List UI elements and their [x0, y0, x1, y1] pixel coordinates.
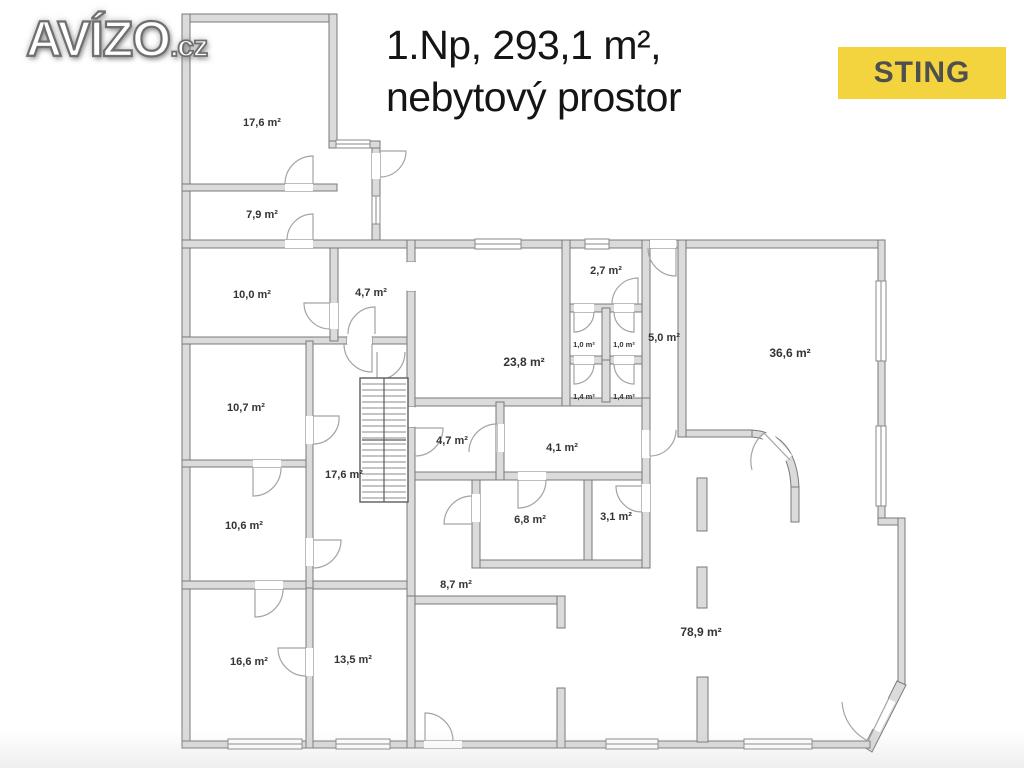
- door-openings: [253, 153, 896, 748]
- room-label: 78,9 m²: [680, 625, 721, 639]
- room-label: 7,9 m²: [246, 209, 278, 221]
- room-label: 16,6 m²: [230, 656, 268, 668]
- door-arcs: [252, 150, 890, 742]
- room-label: 17,6 m²: [243, 117, 281, 129]
- room-label: 5,0 m²: [648, 332, 680, 344]
- sting-brand-label: STING: [873, 56, 971, 89]
- sting-brand-badge: STING: [838, 47, 1006, 99]
- page-title: 1.Np, 293,1 m², nebytový prostor: [386, 20, 682, 123]
- staircase: [359, 377, 409, 503]
- title-line-2: nebytový prostor: [386, 73, 682, 120]
- room-label: 36,6 m²: [769, 346, 810, 360]
- avizo-logo: AVÍZO.cz: [25, 10, 209, 68]
- room-label: 4,7 m²: [355, 287, 387, 299]
- room-label: 23,8 m²: [503, 355, 544, 369]
- room-label: 1,4 m²: [613, 392, 635, 401]
- room-label: 10,6 m²: [225, 520, 263, 532]
- avizo-logo-suffix: .cz: [169, 29, 209, 64]
- room-labels: 17,6 m² 7,9 m² 10,0 m² 4,7 m² 2,7 m² 1,0…: [225, 117, 811, 668]
- room-label: 2,7 m²: [590, 265, 622, 277]
- room-label: 6,8 m²: [514, 514, 546, 526]
- room-label: 10,0 m²: [233, 289, 271, 301]
- room-label: 3,1 m²: [600, 511, 632, 523]
- room-label: 10,7 m²: [227, 402, 265, 414]
- room-label: 4,1 m²: [546, 442, 578, 454]
- room-label: 13,5 m²: [334, 654, 372, 666]
- room-label: 4,7 m²: [436, 435, 468, 447]
- room-label: 1,0 m²: [573, 340, 595, 349]
- pillar: [696, 477, 709, 743]
- room-label: 17,6 m²: [325, 469, 363, 481]
- walls: [181, 13, 907, 753]
- windows: [227, 139, 887, 750]
- title-line-1: 1.Np, 293,1 m²,: [386, 22, 662, 68]
- room-label: 8,7 m²: [440, 579, 472, 591]
- room-label: 1,0 m²: [613, 340, 635, 349]
- avizo-logo-text: AVÍZO: [25, 10, 172, 68]
- room-label: 1,4 m²: [573, 392, 595, 401]
